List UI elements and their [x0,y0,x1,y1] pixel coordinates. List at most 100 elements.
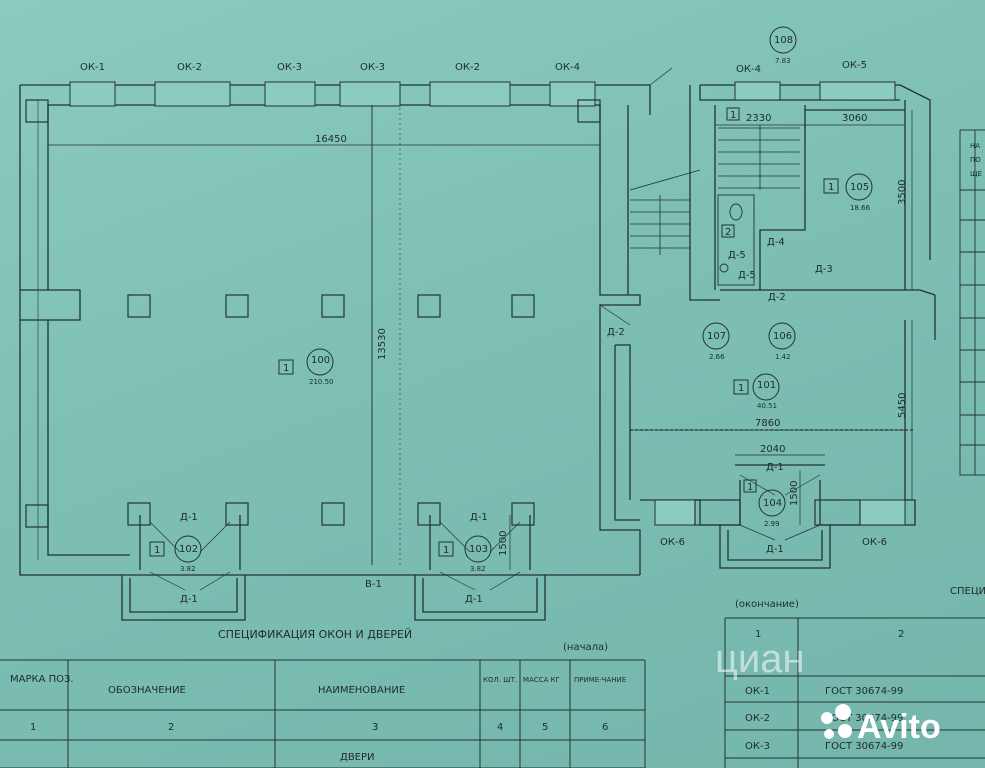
side-table-text: НА [970,142,980,150]
door-label: Д-5 [738,270,756,281]
room-tag-text: 1 100 210.50 1 101 40.51 1 102 3.82 1 10… [154,35,871,573]
door-label: Д-5 [728,250,746,261]
window-labels: ОК-1 ОК-2 ОК-3 ОК-3 ОК-2 ОК-4 ОК-4 ОК-5 … [80,60,887,548]
room-area: 40.51 [757,402,777,410]
dimension-1500: 1500 [498,531,509,556]
spec2-end: (окончание) [735,599,799,610]
door-label: Д-1 [470,512,488,523]
spec-col-number: 3 [372,722,378,733]
spec-header: ОБОЗНАЧЕНИЕ [108,685,186,696]
window-label: ОК-5 [842,60,867,71]
window-label: ОК-2 [455,62,480,73]
room-area: 7.83 [775,57,791,65]
cian-watermark-text: циан [715,637,805,681]
dimension-16450: 16450 [315,134,347,145]
avito-dot-icon [838,724,852,738]
door-label: Д-2 [768,292,786,303]
door-label: Д-1 [766,462,784,473]
door-label: Д-3 [815,264,833,275]
room-mark: 1 [828,182,834,193]
room-number: 104 [763,498,782,509]
side-table-text: ЩЕ [970,170,982,178]
room-number: 101 [757,380,776,391]
window-label: ОК-6 [862,537,887,548]
spec-col-number: 5 [542,722,548,733]
spec2-table-grid [724,617,985,768]
room-area: 3.82 [180,565,196,573]
dimension-1500: 1500 [789,481,800,506]
dimension-13530: 13530 [377,328,388,360]
room-number: 107 [707,331,726,342]
window-label: ОК-3 [277,62,302,73]
spec2-mark: ОК-2 [745,713,770,724]
cian-watermark: циан [715,637,805,681]
spec2-standard: ГОСТ 30674-99 [825,713,903,724]
spec2-mark: ОК-3 [745,741,770,752]
spec2-right-label: СПЕЦИ [950,586,985,597]
window-label: ОК-2 [177,62,202,73]
window-label: ОК-4 [736,64,761,75]
room-tags [149,26,873,563]
window-label: ОК-3 [360,62,385,73]
spec-header: ПРИМЕ-ЧАНИЕ [574,676,626,684]
dimension-2040: 2040 [760,444,785,455]
door-labels: Д-1 Д-1 Д-1 Д-1 Д-1 Д-1 Д-2 Д-2 Д-3 Д-4 … [180,237,833,605]
spec2-mark: ОК-1 [745,686,770,697]
room-mark: 1 [747,482,753,493]
spec-header: МАССА КГ [523,676,560,684]
door-label: Д-4 [767,237,785,248]
walls [19,84,936,621]
spec2-col-number: 2 [898,629,904,640]
avito-logo: Avito [821,704,941,746]
dimension-lines [48,105,913,570]
room-mark: 1 [738,383,744,394]
room-area: 18.66 [850,204,871,212]
spec-col-number: 6 [602,722,608,733]
room-mark: 1 [730,110,736,121]
spec2-col-number: 1 [755,629,761,640]
door-label: Д-1 [180,512,198,523]
room-mark: 1 [443,545,449,556]
room-number: 105 [850,182,869,193]
spec-col-number: 2 [168,722,174,733]
room-number: 100 [311,355,330,366]
room-area: 1.42 [775,353,791,361]
avito-dot-icon [835,704,851,720]
door-label: Д-2 [607,327,625,338]
room-mark: 2 [725,227,731,238]
room-mark: 1 [283,363,289,374]
dimension-2330: 2330 [746,113,771,124]
room-area: 3.82 [470,565,486,573]
spec-section: ДВЕРИ [340,752,375,763]
spec-col-number: 1 [30,722,36,733]
avito-logo-text: Avito [857,708,941,746]
spec2-standard: ГОСТ 30674-99 [825,686,903,697]
room-mark: 1 [154,545,160,556]
door-label: Д-1 [465,594,483,605]
room-number: 102 [179,544,198,555]
staircase [629,125,800,255]
window-label: ОК-4 [555,62,580,73]
window-label: ОК-1 [80,62,105,73]
room-number: 108 [774,35,793,46]
columns [25,99,861,528]
door-label: Д-1 [766,544,784,555]
spec-table-grid [0,659,646,768]
dimension-3500: 3500 [897,180,908,205]
door-swings [149,67,821,591]
avito-dot-icon [824,729,834,739]
spec-col-number: 4 [497,722,503,733]
side-table [959,129,985,476]
spec-begin: (начала) [563,642,608,653]
spec-header: НАИМЕНОВАНИЕ [318,685,405,696]
window-openings [69,81,906,526]
window-label: ОК-6 [660,537,685,548]
dimension-labels: 16450 13530 2330 3060 3500 5450 7860 204… [315,113,908,556]
door-label: В-1 [365,579,382,590]
spec-title: СПЕЦИФИКАЦИЯ ОКОН И ДВЕРЕЙ [218,628,412,641]
room-number: 103 [469,544,488,555]
dimension-3060: 3060 [842,113,867,124]
room-area: 2.99 [764,520,780,528]
